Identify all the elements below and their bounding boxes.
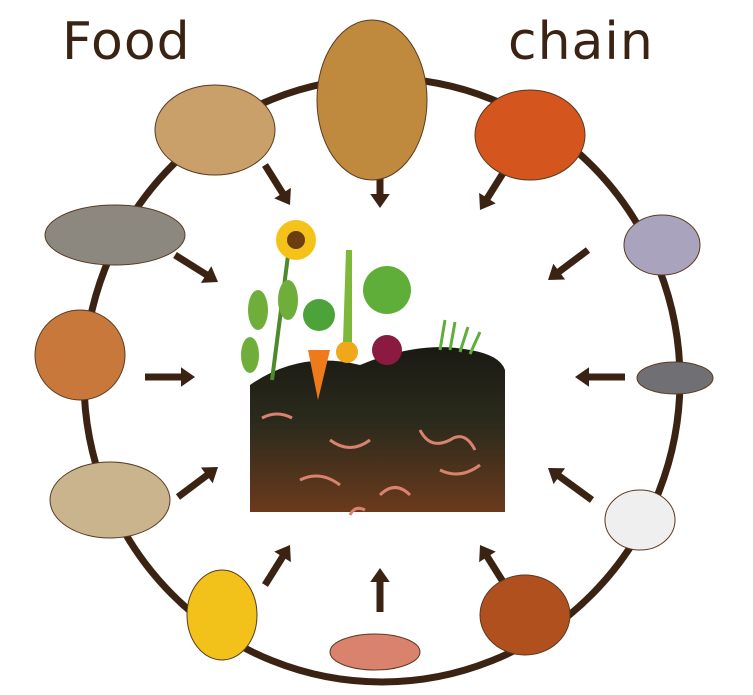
- arrow-head: [370, 568, 390, 582]
- arrow-head: [575, 367, 589, 387]
- arrow-head: [370, 194, 390, 208]
- beet-icon: [372, 335, 402, 365]
- arrows: [145, 162, 625, 612]
- onion-icon: [336, 341, 358, 363]
- mouse-icon: [636, 361, 714, 395]
- arrow-head: [479, 545, 496, 563]
- arrow-head: [274, 545, 291, 563]
- rabbit-icon: [623, 214, 701, 276]
- title-chain: chain: [508, 12, 654, 72]
- pheasant-icon: [479, 574, 571, 656]
- arrow-head: [548, 263, 566, 280]
- sheep-icon: [49, 461, 171, 539]
- arrow-head: [548, 468, 566, 485]
- hen-icon: [604, 489, 676, 551]
- arrow: [482, 168, 508, 204]
- dandelion-icon: [186, 569, 258, 661]
- arrow: [262, 551, 288, 587]
- arrow: [482, 551, 508, 587]
- arrow: [173, 252, 212, 280]
- arrow: [553, 247, 591, 277]
- arrow-head: [200, 467, 218, 484]
- arrow: [262, 163, 288, 199]
- wolf-icon: [44, 204, 186, 266]
- arrow-head: [274, 187, 291, 205]
- soil-block-icon: [241, 220, 505, 516]
- title-food: Food: [62, 12, 191, 72]
- arrow: [175, 470, 213, 500]
- earthworm-icon: [329, 633, 421, 671]
- arrow-head: [479, 192, 496, 210]
- carrot-icon: [308, 350, 330, 400]
- arrow: [554, 471, 595, 503]
- lioness-icon: [154, 84, 276, 176]
- arrow-head: [181, 367, 195, 387]
- arrow-head: [200, 266, 218, 283]
- deer-icon: [34, 309, 126, 401]
- fox-icon: [474, 89, 586, 181]
- lion-icon: [316, 19, 428, 181]
